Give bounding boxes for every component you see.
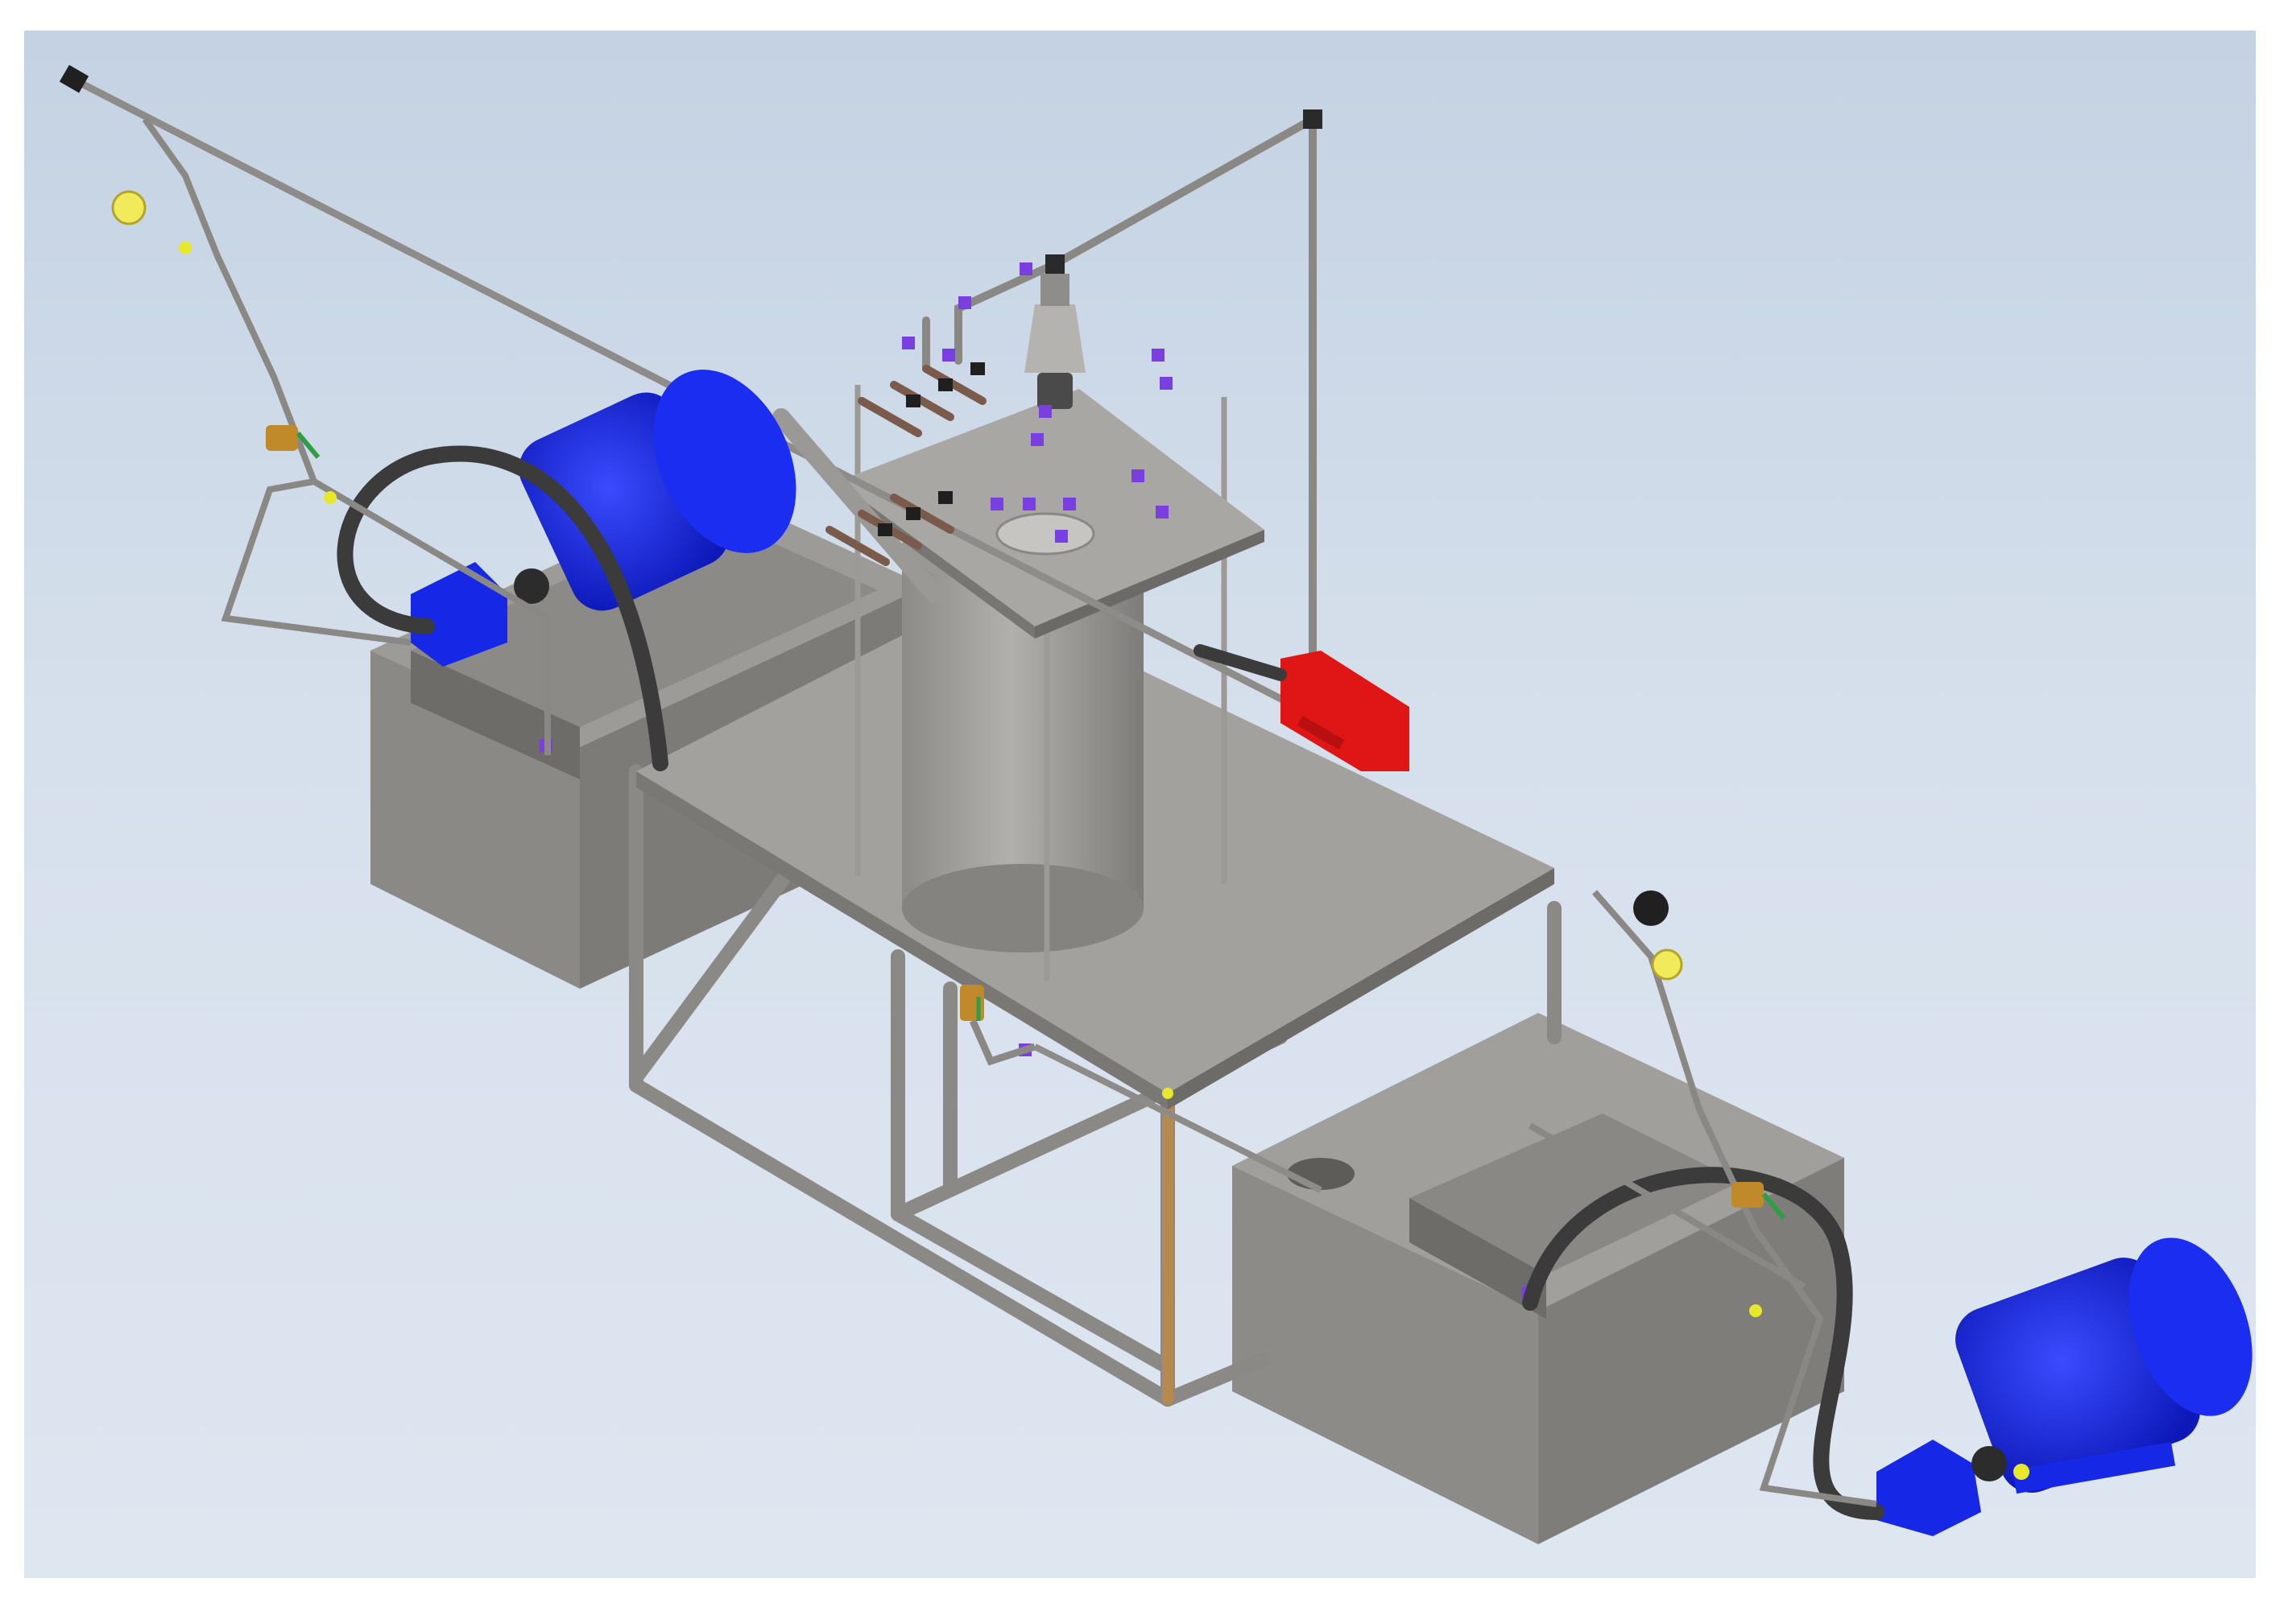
left-pump-motor[interactable] [508,346,824,621]
yellow-markers [179,242,2029,1480]
cad-3d-viewport[interactable] [24,31,2256,1578]
tank-inlet-port [1287,1158,1355,1190]
right-pressure-gauge [1633,890,1683,981]
assembly-canvas[interactable] [24,31,2256,1578]
left-ball-valve[interactable] [266,425,321,459]
left-pressure-gauge [111,190,147,225]
left-flexible-hose[interactable] [337,445,668,771]
right-suction-piping [1528,890,1877,1507]
left-pump-head[interactable] [411,562,549,667]
right-pump-motor[interactable] [1946,1221,2256,1502]
right-ball-valve[interactable] [1731,1182,1786,1220]
right-flexible-hose[interactable] [1522,1167,1884,1520]
vessel-lid-plate[interactable] [838,389,1264,638]
right-pump-head[interactable] [1876,1440,2007,1536]
tee-fitting-top [1024,109,1322,409]
bottom-drain-valve[interactable] [960,985,1322,1193]
immersion-probes [825,362,987,566]
red-heater-unit[interactable] [1194,644,1409,771]
